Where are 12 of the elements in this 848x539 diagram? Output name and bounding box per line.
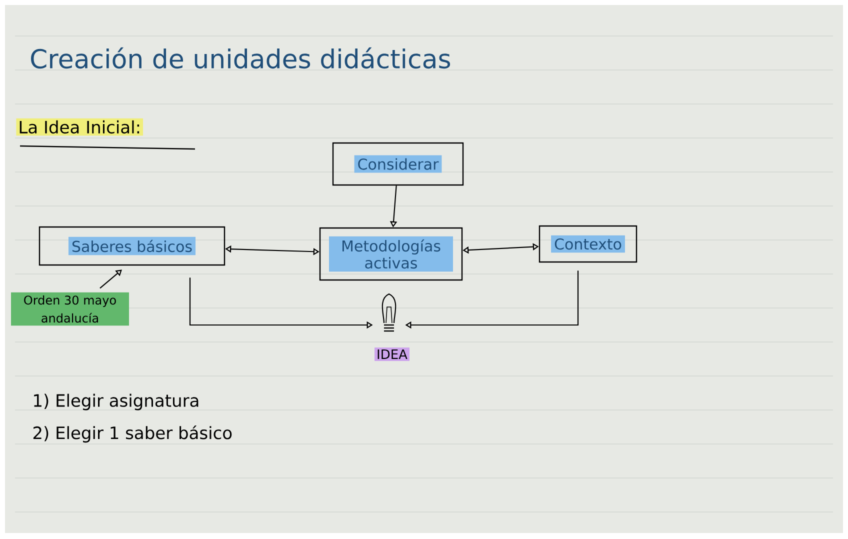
process-box: Metodologías activas	[319, 227, 463, 281]
process-box: Saberes básicos	[38, 226, 226, 266]
note: Orden 30 mayo andalucía	[11, 292, 129, 326]
light-bulb-drawing	[382, 293, 396, 332]
process-box: Considerar	[332, 142, 464, 186]
process-box: Contexto	[538, 225, 638, 263]
note: 1) Elegir asignatura	[34, 394, 198, 410]
title: Creación de unidades didácticas	[31, 47, 450, 69]
node-label: IDEA	[374, 347, 410, 361]
note: 2) Elegir 1 saber básico	[33, 425, 232, 443]
arrow	[100, 270, 122, 289]
section-heading: La Idea Inicial:	[16, 118, 144, 136]
